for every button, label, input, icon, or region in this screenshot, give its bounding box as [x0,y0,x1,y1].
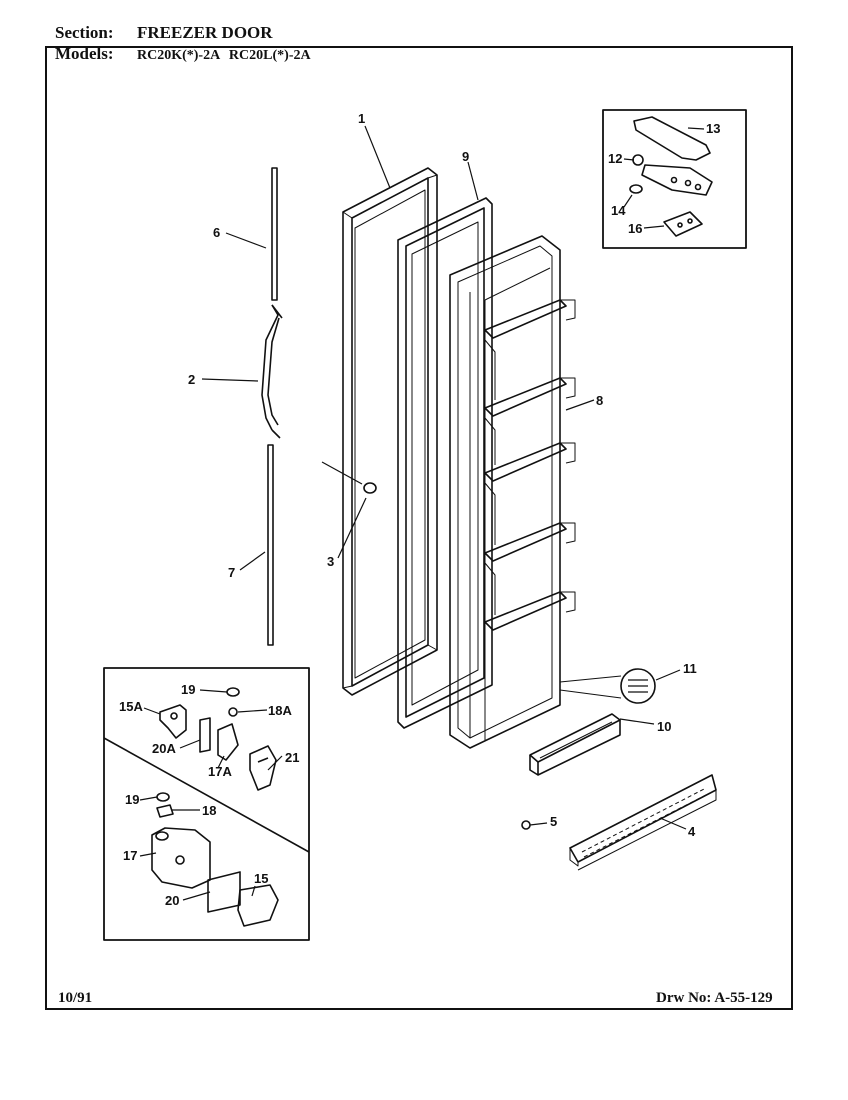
hinge-inset-box [602,109,747,249]
drawing-number: Drw No: A-55-129 [656,990,773,1006]
callout-6: 6 [213,225,220,240]
section-heading: Section: FREEZER DOOR [55,24,273,41]
grille [569,774,717,871]
diagram-frame [45,46,793,1010]
door-gasket [397,197,493,729]
callout-4: 4 [688,824,696,839]
door-liner [449,235,576,749]
callout-8: 8 [596,393,603,408]
callout-11: 11 [683,661,697,676]
section-value: FREEZER DOOR [137,23,273,42]
callout-7: 7 [228,565,235,580]
callout-12: 12 [608,151,622,166]
door-handle [261,304,283,439]
callout-1: 1 [358,111,365,126]
callout-17: 17 [123,848,137,863]
callout-2: 2 [188,372,195,387]
callout-14: 14 [611,203,626,218]
callout-16: 16 [628,221,642,236]
outer-door-panel [342,167,438,696]
models-label: Models: [55,44,114,63]
callout-5: 5 [550,814,557,829]
callout-21: 21 [285,750,299,765]
grille-screw [521,820,531,830]
callout-18: 18 [202,803,216,818]
callout-10: 10 [657,719,671,734]
upper-trim-strip [271,167,278,301]
screw [321,461,377,494]
revision-date: 10/91 [58,990,93,1006]
callout-19-lower: 19 [125,792,139,807]
callout-13: 13 [706,121,720,136]
callout-15: 15 [254,871,268,886]
shelf-clips [559,668,656,704]
callout-20: 20 [165,893,179,908]
models-heading: Models: RC20K(*)-2A RC20L(*)-2A [55,45,311,64]
callout-18a: 18A [268,703,292,718]
leader-lines [139,125,705,901]
callout-15a: 15A [119,699,143,714]
callout-17a: 17A [208,764,232,779]
models-value: RC20K(*)-2A RC20L(*)-2A [137,48,311,63]
callout-3: 3 [327,554,334,569]
lower-trim-strip [267,444,274,646]
callout-9: 9 [462,149,469,164]
callout-20a: 20A [152,741,176,756]
section-label: Section: [55,23,114,42]
callout-19-upper: 19 [181,682,195,697]
hinge-assembly-inset [103,667,310,941]
callout-labels: 1 9 6 2 7 3 8 11 10 4 5 13 12 14 16 19 1… [119,111,720,908]
bottom-trim [529,713,621,776]
